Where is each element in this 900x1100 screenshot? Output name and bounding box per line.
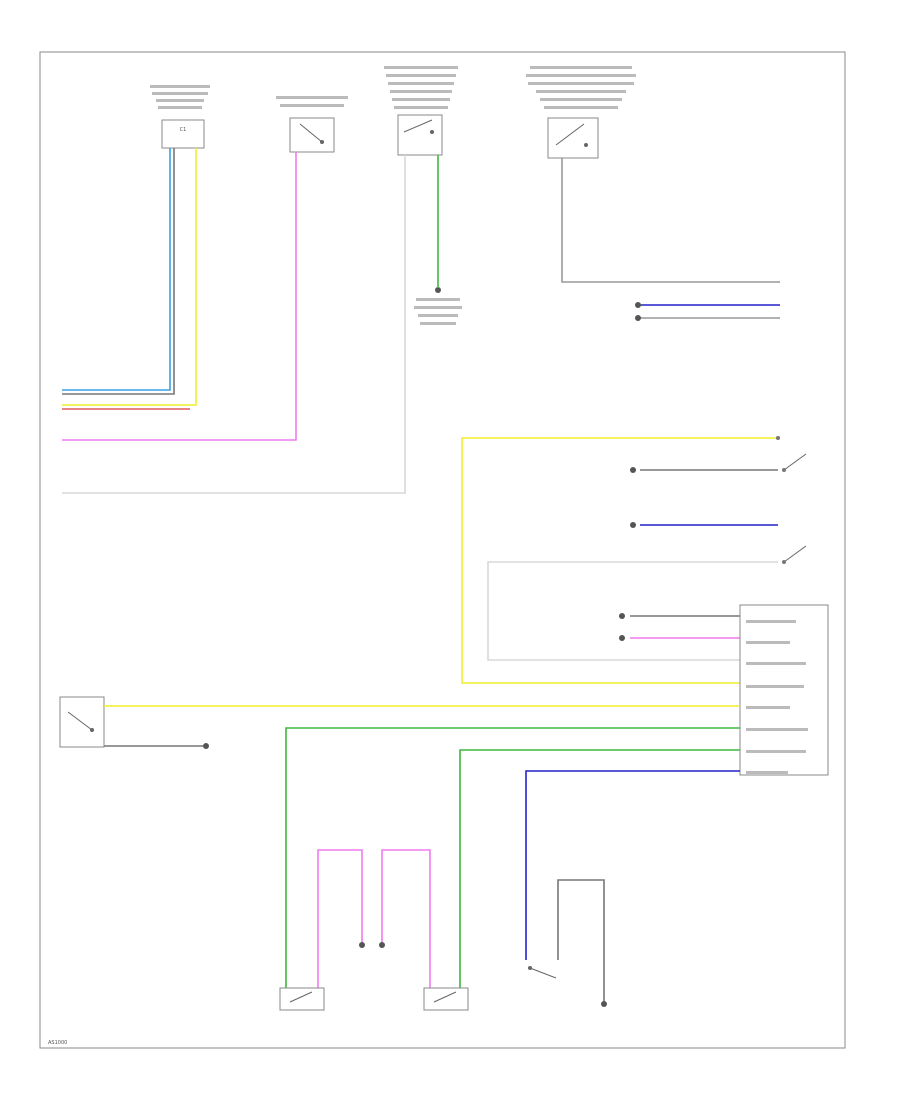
top-conn-text: C1 bbox=[180, 127, 187, 133]
wires-top bbox=[62, 148, 780, 494]
diagram-border bbox=[39, 51, 846, 1049]
footer-code: AS1000 bbox=[48, 1040, 67, 1046]
body-control-module bbox=[739, 604, 829, 776]
connector-dots bbox=[203, 302, 641, 948]
wires-bottom bbox=[104, 705, 740, 1002]
door-switch-left bbox=[59, 696, 105, 748]
latch-switch bbox=[528, 966, 557, 979]
rear-lamp-assembly: C1 bbox=[150, 85, 210, 149]
switch-top-3 bbox=[384, 66, 458, 156]
ground-bottom bbox=[601, 1001, 607, 1007]
switch-top-4 bbox=[526, 66, 636, 159]
ajar-switch-2 bbox=[423, 987, 469, 1011]
ajar-switch-1 bbox=[279, 987, 325, 1011]
ground-top bbox=[414, 287, 462, 325]
door-lock-switch-right bbox=[776, 436, 807, 564]
wires-right bbox=[461, 437, 778, 684]
switch-top-2 bbox=[276, 96, 348, 153]
